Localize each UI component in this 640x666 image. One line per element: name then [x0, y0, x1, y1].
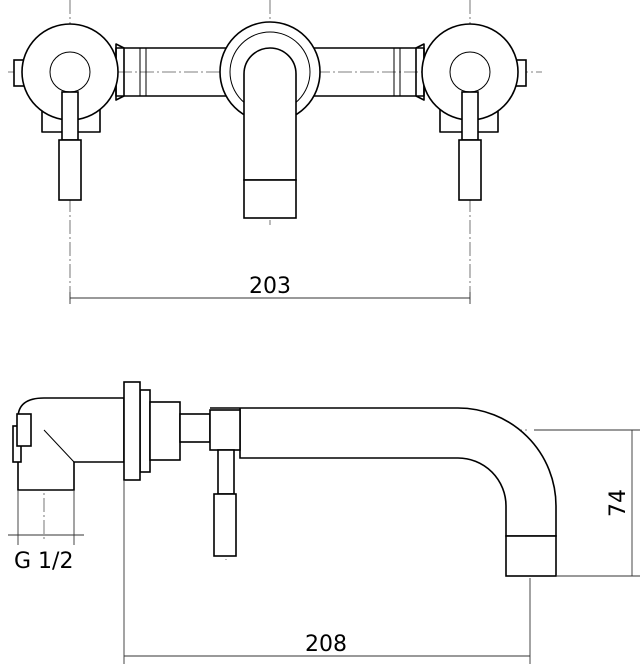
dimension-label-203: 203 — [249, 274, 291, 299]
thread-dimension: G 1/2 — [8, 490, 84, 574]
dimension-label-208: 208 — [305, 632, 347, 657]
top-view: 203 — [8, 0, 542, 304]
dimension-label-74: 74 — [606, 489, 631, 517]
spout-top — [219, 21, 321, 219]
spout-side — [210, 407, 557, 577]
dimension-74: 74 — [534, 429, 640, 577]
wall-connector — [12, 397, 125, 491]
handle-side — [209, 409, 241, 557]
side-view: 74 208 G 1/2 — [8, 381, 640, 664]
left-valve-top — [13, 23, 119, 201]
dimension-208: 208 — [123, 480, 531, 664]
thread-label: G 1/2 — [14, 549, 73, 574]
right-valve-top — [421, 23, 527, 201]
wall-flange — [123, 381, 211, 481]
dimension-203: 203 — [69, 274, 471, 304]
